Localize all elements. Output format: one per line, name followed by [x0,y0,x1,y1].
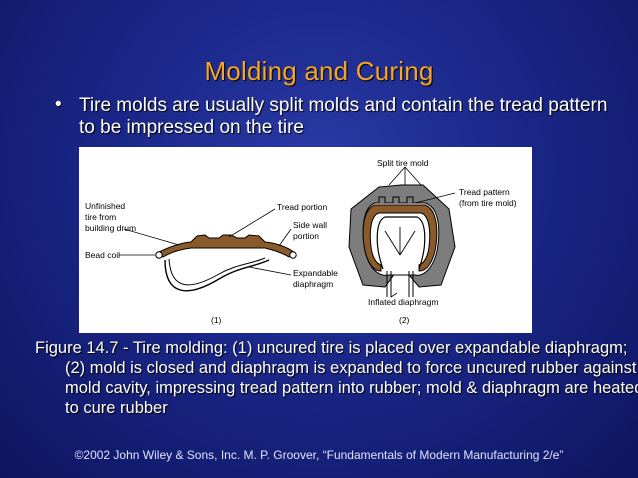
tire-molding-diagram [119,166,456,298]
label-part-1: (1) [211,315,222,325]
label-unfinished-tire: Unfinished tire from building drum [85,201,137,233]
uncured-tire-drawing [119,208,297,292]
label-expandable-diaphragm: Expandable diaphragm [293,268,338,289]
label-inflated-diaphragm: Inflated diaphragm [368,297,439,307]
split-mold-drawing [348,166,456,298]
bullet-point: • Tire molds are usually split molds and… [55,94,615,139]
figure-caption: Figure 14.7 - Tire molding: (1) uncured … [35,339,638,417]
label-split-tire-mold: Split tire mold [377,158,429,168]
tire-molding-figure: Unfinished tire from building drum Tread… [79,147,532,333]
bullet-dot: • [55,94,62,115]
slide-title: Molding and Curing [204,56,434,86]
label-bead-coil: Bead coil [85,250,120,260]
label-tread-pattern: Tread pattern (from tire mold) [459,187,517,208]
bullet-text: Tire molds are usually split molds and c… [79,95,608,138]
label-part-2: (2) [399,315,410,325]
label-tread-portion: Tread portion [277,202,328,212]
label-side-wall: Side wall portion [293,220,328,241]
copyright-footer: ©2002 John Wiley & Sons, Inc. M. P. Groo… [74,448,564,462]
